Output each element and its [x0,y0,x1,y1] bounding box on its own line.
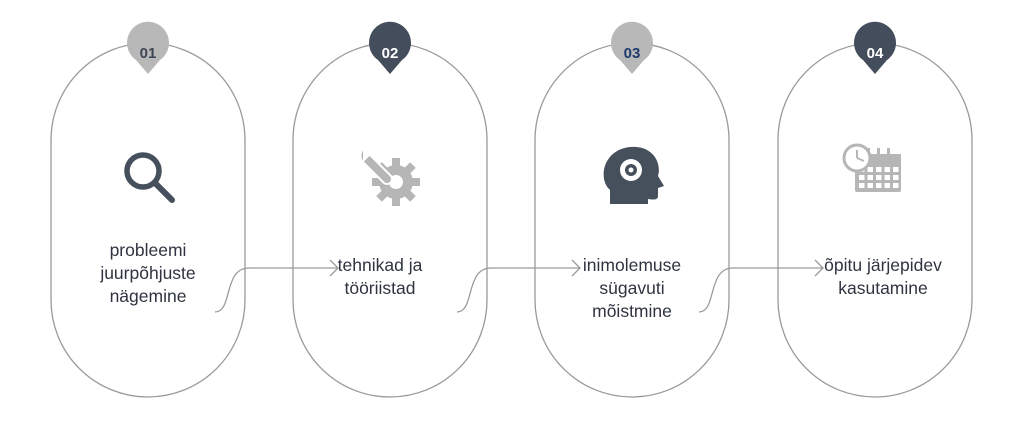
magnifier-icon [124,152,175,203]
step-3-label-line: sügavuti [599,278,665,298]
step-3-label: inimolemuse sügavuti mõistmine [547,254,717,323]
step-3-number: 03 [624,45,641,62]
connector-arrow [456,259,581,313]
step-4-label-line: õpitu järjepidev [824,255,942,275]
step-2-label-line: tööriistad [344,278,416,298]
step-1-badge-pin [127,21,169,75]
step-1-number: 01 [140,45,157,62]
step-1-label-line: juurpõhjuste [100,263,196,283]
step-2-label-line: tehnikad ja [337,255,423,275]
step-3-badge-pin [611,21,653,75]
step-3-label-line: inimolemuse [582,255,682,275]
step-1-label-line: probleemi [109,240,187,260]
step-1: 01 [124,21,175,203]
step-3: 03 [603,21,664,204]
step-2-badge-pin [369,21,411,75]
step-2-badge: 02 [369,21,411,75]
step-3-label-line: mõistmine [592,301,672,321]
step-4: 04 [842,21,901,192]
connector-arrow [698,259,824,313]
step-4-badge-pin [854,21,896,75]
step-3-badge: 03 [611,21,653,75]
step-4-label-line: kasutamine [838,278,928,298]
step-1-label-line: nägemine [109,286,187,306]
step-1-badge: 01 [127,21,169,75]
step-1-label: probleemi juurpõhjuste nägemine [63,239,233,308]
connector-arrow [214,259,339,313]
step-connector-outline [50,42,973,398]
step-2-number: 02 [382,45,399,62]
connector-arrows [214,259,824,313]
wrench-gear-icon [359,145,420,206]
step-4-number: 04 [867,45,884,62]
head-gear-icon [603,146,664,204]
step-4-badge: 04 [854,21,896,75]
clock-calendar-icon [842,143,901,192]
step-4-label: õpitu järjepidev kasutamine [798,254,968,300]
step-2-label: tehnikad ja tööriistad [295,254,465,300]
step-2: 02 [359,21,420,206]
